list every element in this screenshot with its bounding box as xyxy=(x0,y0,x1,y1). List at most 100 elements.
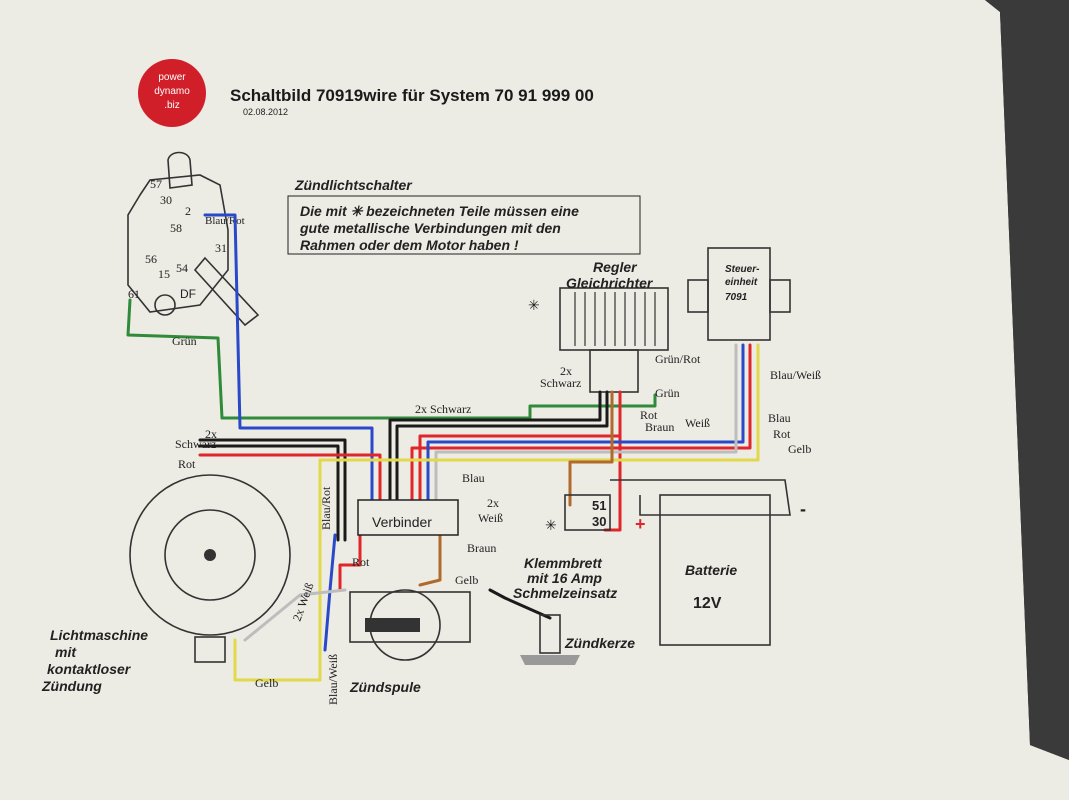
label-left-schwarz: Schwarz xyxy=(175,437,216,451)
wire-2xweiss xyxy=(243,588,347,642)
term-58: 58 xyxy=(170,221,182,235)
coil-core xyxy=(365,618,420,632)
regulator-ground-mark: ✳ xyxy=(528,297,540,313)
klemm-30: 30 xyxy=(592,514,606,529)
label-regler: Regler xyxy=(593,259,638,275)
wire-braun xyxy=(418,390,614,587)
wire-blau-switch xyxy=(203,213,374,502)
label-v-blau: Blau xyxy=(462,471,485,485)
verbinder-box xyxy=(357,499,459,536)
label-reg-gruenrot: Grün/Rot xyxy=(655,352,701,366)
battery-body xyxy=(659,494,771,646)
logo-circle xyxy=(138,59,206,127)
switch-body xyxy=(127,174,229,313)
label-st-rot: Rot xyxy=(773,427,791,441)
wire-rot-spule xyxy=(338,533,362,592)
label-left-rot: Rot xyxy=(178,457,196,471)
label-v-gelb: Gelb xyxy=(455,573,478,587)
diagram-title: Schaltbild 70919wire für System 70 91 99… xyxy=(230,86,594,105)
ignition-coil xyxy=(349,589,471,661)
label-st-blauweiss: Blau/Weiß xyxy=(770,368,821,382)
term-56: 56 xyxy=(145,252,157,266)
term-31: 31 xyxy=(215,241,227,255)
note-line2: gute metallische Verbindungen mit den xyxy=(299,220,561,236)
switch-key xyxy=(167,151,193,189)
wire-blau-steuer xyxy=(426,343,745,502)
label-top-2x-schwarz: 2x Schwarz xyxy=(415,402,471,416)
terminal-board-body xyxy=(564,494,611,531)
note-box xyxy=(287,195,641,255)
label-zuendkerze: Zündkerze xyxy=(564,635,635,651)
logo: power dynamo .biz xyxy=(138,59,206,127)
label-v-rot: Rot xyxy=(352,555,370,569)
battery xyxy=(610,479,791,646)
label-v-braun: Braun xyxy=(467,541,496,555)
ignition-light-switch: 57 30 2 58 31 56 15 54 61 DF xyxy=(127,151,260,327)
wire-gelb xyxy=(233,343,760,682)
dark-background xyxy=(985,0,1069,760)
term-15: 15 xyxy=(158,267,170,281)
label-gruen-left: Grün xyxy=(172,334,197,348)
wire-rot-steuer xyxy=(410,343,752,502)
label-reg-braun: Braun xyxy=(645,420,674,434)
diagram-date: 02.08.2012 xyxy=(243,107,288,117)
wire-rot-reg xyxy=(418,390,622,502)
label-lima1: Lichtmaschine xyxy=(50,627,148,643)
control-unit: Steuer- einheit 7091 xyxy=(687,247,791,341)
logo-line1: power xyxy=(158,72,186,83)
label-st-gelb: Gelb xyxy=(788,442,811,456)
wire-schwarz-1 xyxy=(198,438,347,542)
battery-plus: + xyxy=(635,514,646,534)
switch-lever xyxy=(193,256,260,327)
coil-bracket xyxy=(349,591,471,643)
wire-gruen xyxy=(126,298,657,420)
generator-pickup xyxy=(194,636,226,663)
term-57: 57 xyxy=(150,177,162,191)
generator xyxy=(129,474,291,663)
label-batterie: Batterie xyxy=(685,562,737,578)
wire-hv-cable xyxy=(488,588,552,620)
label-st-weiss: Weiß xyxy=(685,416,710,430)
label-left-2x: 2x xyxy=(205,427,217,441)
plug-body xyxy=(539,614,561,654)
plug-ground xyxy=(520,655,580,665)
wire-rot-lima xyxy=(198,453,382,502)
generator-hub xyxy=(204,549,216,561)
label-v-blaurot: Blau/Rot xyxy=(319,486,333,530)
label-l-gelb: Gelb xyxy=(255,676,278,690)
label-reg-2x: 2x xyxy=(560,364,572,378)
label-reg-schwarz: Schwarz xyxy=(540,376,581,390)
label-klemm2: mit 16 Amp xyxy=(527,570,602,586)
label-klemm1: Klemmbrett xyxy=(524,555,603,571)
battery-minus: - xyxy=(800,499,806,519)
wire-schwarz-reg-2 xyxy=(395,390,609,502)
label-reg-gruen: Grün xyxy=(655,386,680,400)
label-l-blauweiss: Blau/Weiß xyxy=(326,654,340,705)
term-2: 2 xyxy=(185,204,191,218)
label-lima2: mit xyxy=(55,644,77,660)
spark-plug xyxy=(520,614,580,665)
label-verbinder: Verbinder xyxy=(372,514,432,530)
generator-inner xyxy=(164,509,256,601)
klemm-51: 51 xyxy=(592,498,606,513)
logo-line3: .biz xyxy=(164,100,180,111)
label-reg-rot: Rot xyxy=(640,408,658,422)
label-steuer3: 7091 xyxy=(725,292,748,303)
term-30: 30 xyxy=(160,193,172,207)
label-steuer1: Steuer- xyxy=(725,264,760,275)
wire-blauweiss xyxy=(323,533,337,652)
label-zuendlichtschalter: Zündlichtschalter xyxy=(294,177,413,193)
wire-weiss-steuer xyxy=(434,343,738,502)
term-df: DF xyxy=(180,287,196,301)
label-steuer2: einheit xyxy=(725,277,758,288)
regulator-rectifier: ✳ xyxy=(528,287,669,393)
term-61: 61 xyxy=(128,287,140,301)
label-zuendspule: Zündspule xyxy=(349,679,421,695)
label-v-2x: 2x xyxy=(487,496,499,510)
logo-line2: dynamo xyxy=(154,86,190,97)
label-v-weiss: Weiß xyxy=(478,511,503,525)
generator-outer xyxy=(129,474,291,636)
label-st-blau: Blau xyxy=(768,411,791,425)
label-12v: 12V xyxy=(693,595,722,612)
